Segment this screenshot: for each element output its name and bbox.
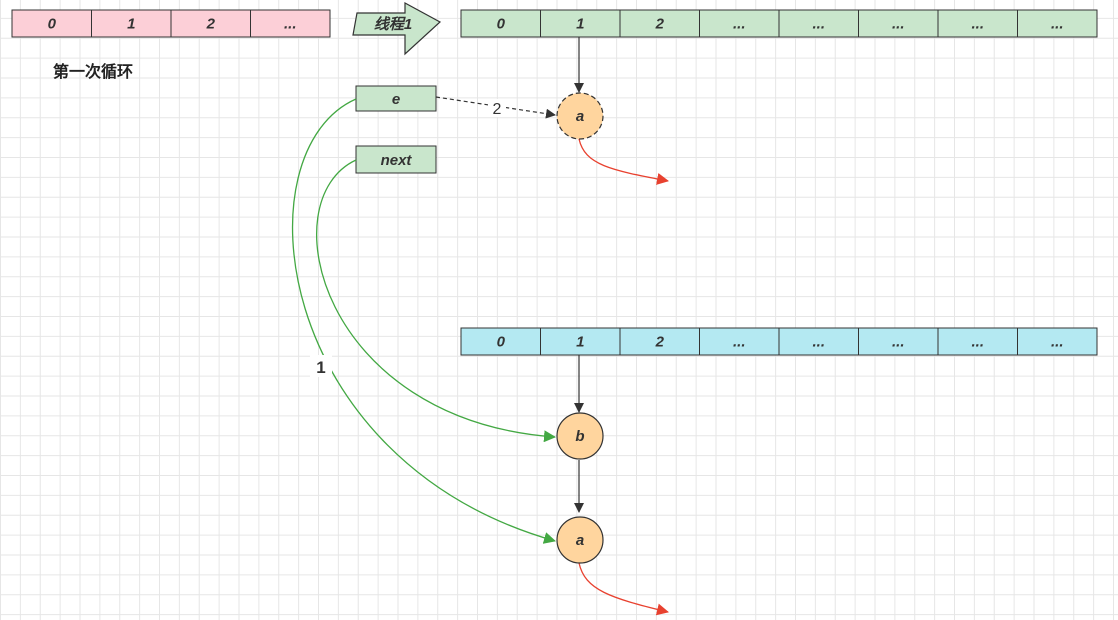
edge-e-to-a-bottom — [291, 98, 556, 544]
cyan-array-cell-7: ... — [1017, 327, 1098, 356]
green-array-cell-0: 0 — [460, 9, 541, 38]
dashed-label-bg — [488, 99, 506, 117]
green-array: 0 1 2............... — [460, 9, 1098, 38]
cyan-array-cell-label: 2 — [655, 334, 665, 351]
cyan-array-cell-label: ... — [1051, 334, 1064, 351]
green-step-label: 1 — [316, 358, 325, 377]
cyan-array-cell-label: ... — [971, 334, 984, 351]
cyan-array-cell-label: 0 — [497, 334, 506, 351]
cyan-array-cell-label: 1 — [576, 334, 584, 351]
green-array-cell-6: ... — [937, 9, 1018, 38]
edge-bottom-a-next — [578, 562, 669, 616]
pink-array-cell-label: 2 — [206, 16, 216, 33]
green-array-cell-label: ... — [971, 16, 984, 33]
pink-array: 0 1 2... — [11, 9, 331, 38]
node-a-bottom-label: a — [576, 532, 584, 549]
pointer-next-label: next — [381, 152, 413, 169]
node-a-bottom: a — [556, 516, 604, 564]
green-array-cell-3: ... — [699, 9, 780, 38]
cyan-array-cell-5: ... — [858, 327, 939, 356]
green-array-cell-1: 1 — [540, 9, 621, 38]
cyan-array-cell-0: 0 — [460, 327, 541, 356]
pink-array-cell-2: 2 — [170, 9, 251, 38]
pointer-next-box: next — [355, 145, 437, 174]
edge-top-a-next — [578, 138, 669, 185]
cyan-array-cell-1: 1 — [540, 327, 621, 356]
pink-array-cell-1: 1 — [91, 9, 172, 38]
green-array-cell-4: ... — [778, 9, 859, 38]
loop-caption: 第一次循环 — [53, 62, 134, 81]
green-array-cell-label: 1 — [576, 16, 584, 33]
pink-array-cell-label: ... — [284, 16, 297, 33]
node-b-label: b — [575, 428, 584, 445]
pink-array-cell-3: ... — [250, 9, 331, 38]
pointer-e-box: e — [355, 85, 437, 112]
dashed-step-label: 2 — [493, 101, 502, 118]
thread-arrow-label: 线程1 — [374, 16, 412, 33]
green-array-cell-label: ... — [1051, 16, 1064, 33]
green-array-cell-label: 0 — [497, 16, 506, 33]
cyan-array-cell-label: ... — [733, 334, 746, 351]
green-array-cell-label: ... — [892, 16, 905, 33]
node-a-top: a — [556, 92, 604, 140]
node-b: b — [556, 412, 604, 460]
green-array-cell-label: 2 — [655, 16, 665, 33]
edge-next-to-b — [316, 159, 556, 443]
green-array-cell-label: ... — [812, 16, 825, 33]
pink-array-cell-label: 0 — [48, 16, 57, 33]
pointer-e-label: e — [392, 91, 400, 108]
cyan-array-cell-2: 2 — [619, 327, 700, 356]
cyan-array-cell-4: ... — [778, 327, 859, 356]
green-array-cell-5: ... — [858, 9, 939, 38]
green-array-cell-label: ... — [733, 16, 746, 33]
cyan-array-cell-label: ... — [812, 334, 825, 351]
edge-e-dashed-to-a — [435, 96, 556, 119]
pink-array-cell-label: 1 — [127, 16, 135, 33]
green-label-bg — [310, 355, 332, 377]
cyan-array-cell-label: ... — [892, 334, 905, 351]
thread-arrow: 线程1 — [352, 1, 442, 56]
pink-array-cell-0: 0 — [11, 9, 92, 38]
cyan-array-cell-3: ... — [699, 327, 780, 356]
node-a-top-label: a — [576, 108, 584, 125]
cyan-array-cell-6: ... — [937, 327, 1018, 356]
green-array-cell-2: 2 — [619, 9, 700, 38]
green-array-cell-7: ... — [1017, 9, 1098, 38]
cyan-array: 0 1 2............... — [460, 327, 1098, 356]
